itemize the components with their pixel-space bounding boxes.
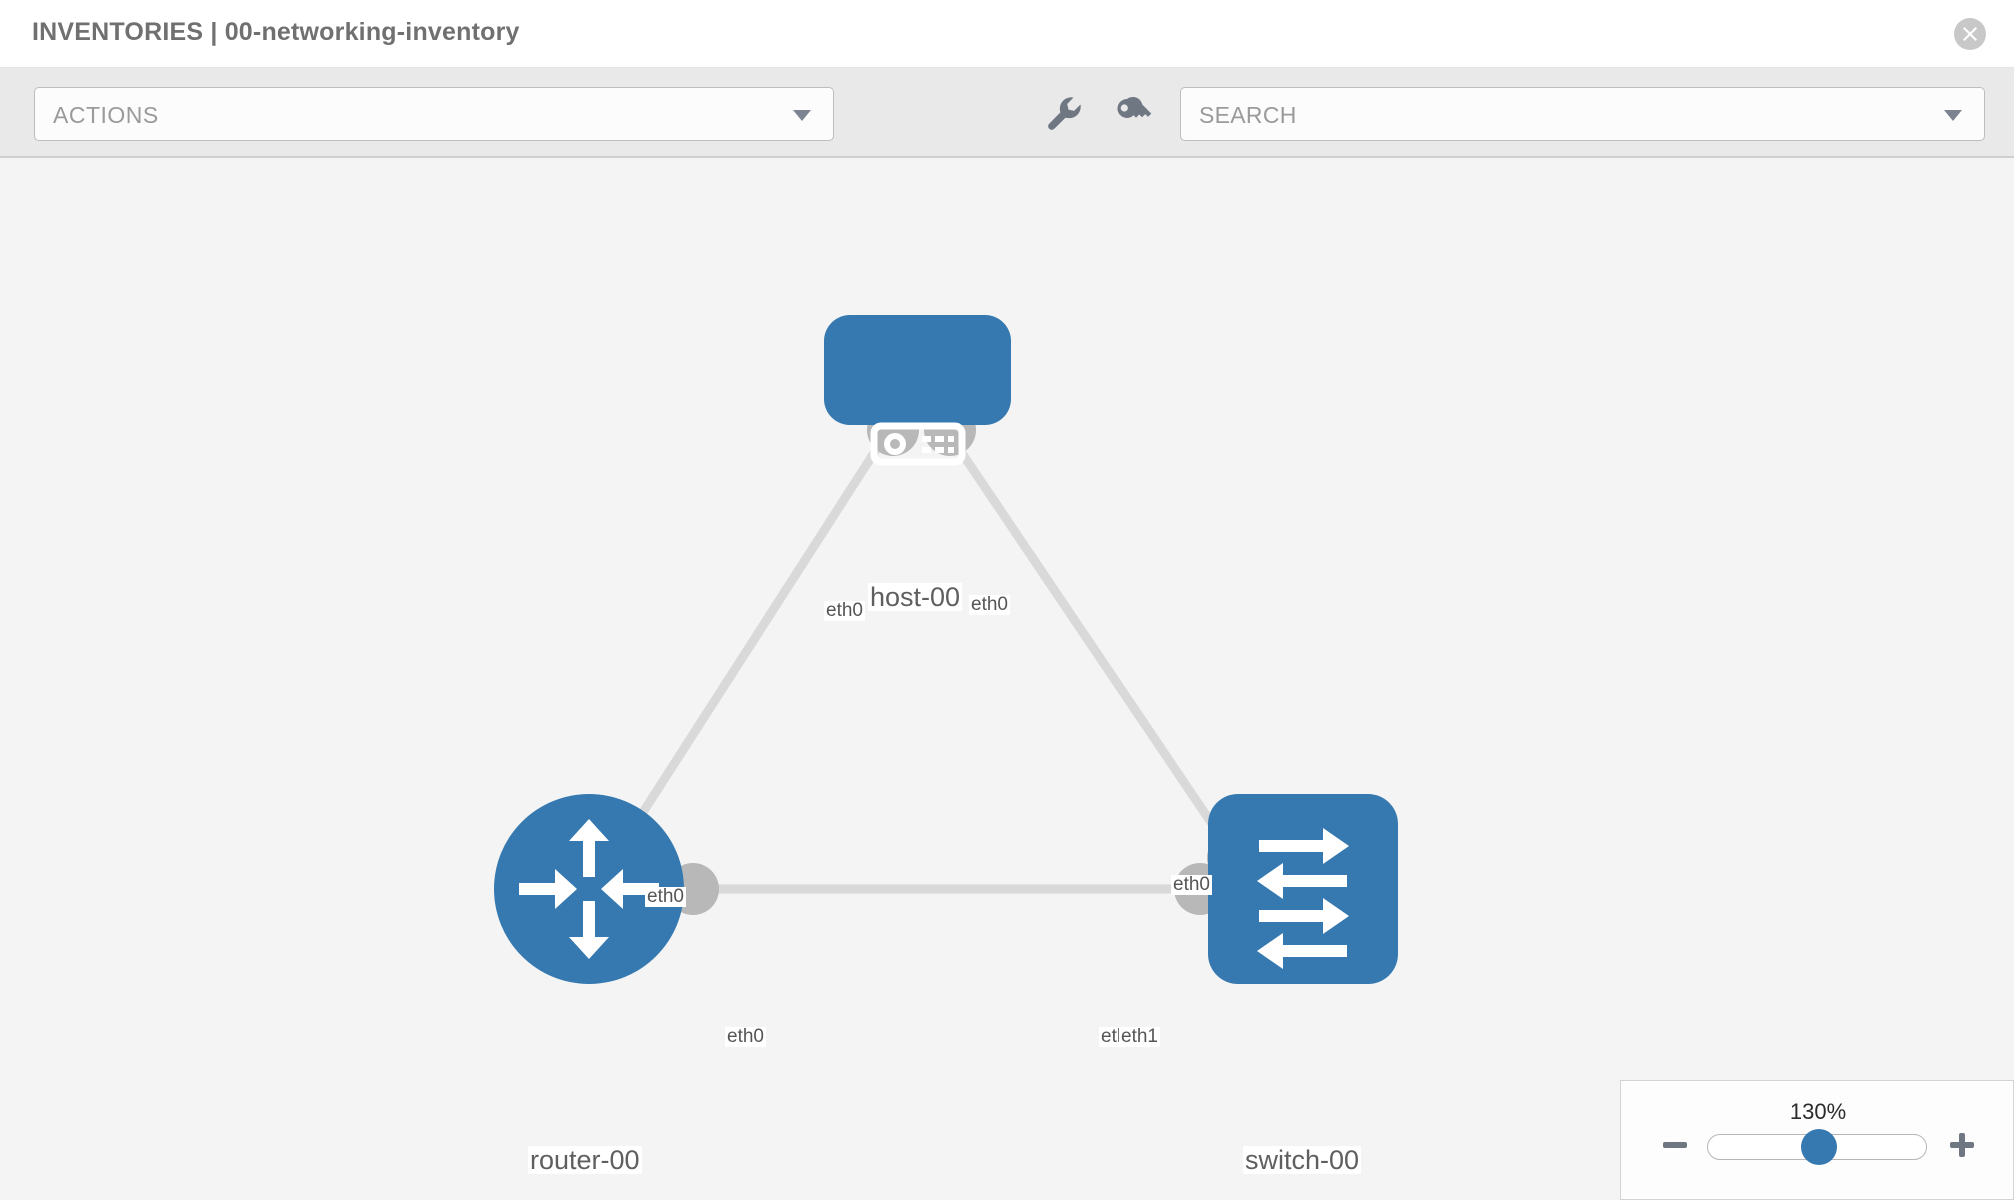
- chevron-down-icon[interactable]: [1944, 110, 1962, 121]
- page-header: INVENTORIES | 00-networking-inventory: [0, 0, 2014, 68]
- switch-arrows-icon: [1257, 828, 1349, 969]
- iface-label-host00-left: eth0: [824, 600, 865, 621]
- actions-dropdown[interactable]: ACTIONS: [34, 87, 834, 141]
- link-host00-router00[interactable]: [615, 423, 895, 853]
- minus-icon[interactable]: [1659, 1129, 1691, 1161]
- topology-canvas[interactable]: eth0 eth0 host-00 eth0 eth0 eth0 eth0 et…: [0, 158, 2014, 1200]
- search-input[interactable]: SEARCH: [1180, 87, 1985, 141]
- zoom-percent-label: 130%: [1789, 1099, 1847, 1124]
- iface-label-router00-right: eth0: [725, 1026, 766, 1047]
- router-arrows-icon: [519, 819, 659, 959]
- zoom-control-panel: 130%: [1620, 1080, 2014, 1200]
- wrench-icon[interactable]: [1040, 90, 1086, 136]
- link-host00-switch00[interactable]: [940, 423, 1240, 863]
- close-icon[interactable]: [1954, 18, 1986, 50]
- node-label-host-00: host-00: [868, 582, 963, 612]
- iface-label-switch00-up: eth0: [1171, 874, 1212, 895]
- search-placeholder: SEARCH: [1199, 102, 1297, 128]
- iface-label-host00-right: eth0: [969, 594, 1010, 615]
- zoom-slider-thumb[interactable]: [1801, 1129, 1837, 1165]
- node-host-00[interactable]: [824, 315, 1011, 466]
- page-title: INVENTORIES | 00-networking-inventory: [32, 18, 520, 46]
- chevron-down-icon: [793, 110, 811, 121]
- plus-icon[interactable]: [1946, 1129, 1978, 1161]
- node-label-switch-00: switch-00: [1243, 1145, 1362, 1175]
- node-switch-00[interactable]: [1208, 794, 1398, 984]
- actions-dropdown-label: ACTIONS: [53, 102, 159, 128]
- topology-endpoints: [667, 404, 1259, 915]
- key-icon[interactable]: [1110, 90, 1156, 136]
- node-router-00[interactable]: [494, 794, 684, 984]
- server-icon: [870, 422, 966, 466]
- topology-toolbar: ACTIONS SEARCH: [0, 68, 2014, 158]
- topology-links: [615, 423, 1240, 894]
- node-label-router-00: router-00: [528, 1145, 642, 1175]
- iface-label-switch00-left-b: eth1: [1119, 1026, 1160, 1047]
- iface-label-router00-up: eth0: [645, 886, 686, 907]
- topology-graph: [494, 315, 1398, 984]
